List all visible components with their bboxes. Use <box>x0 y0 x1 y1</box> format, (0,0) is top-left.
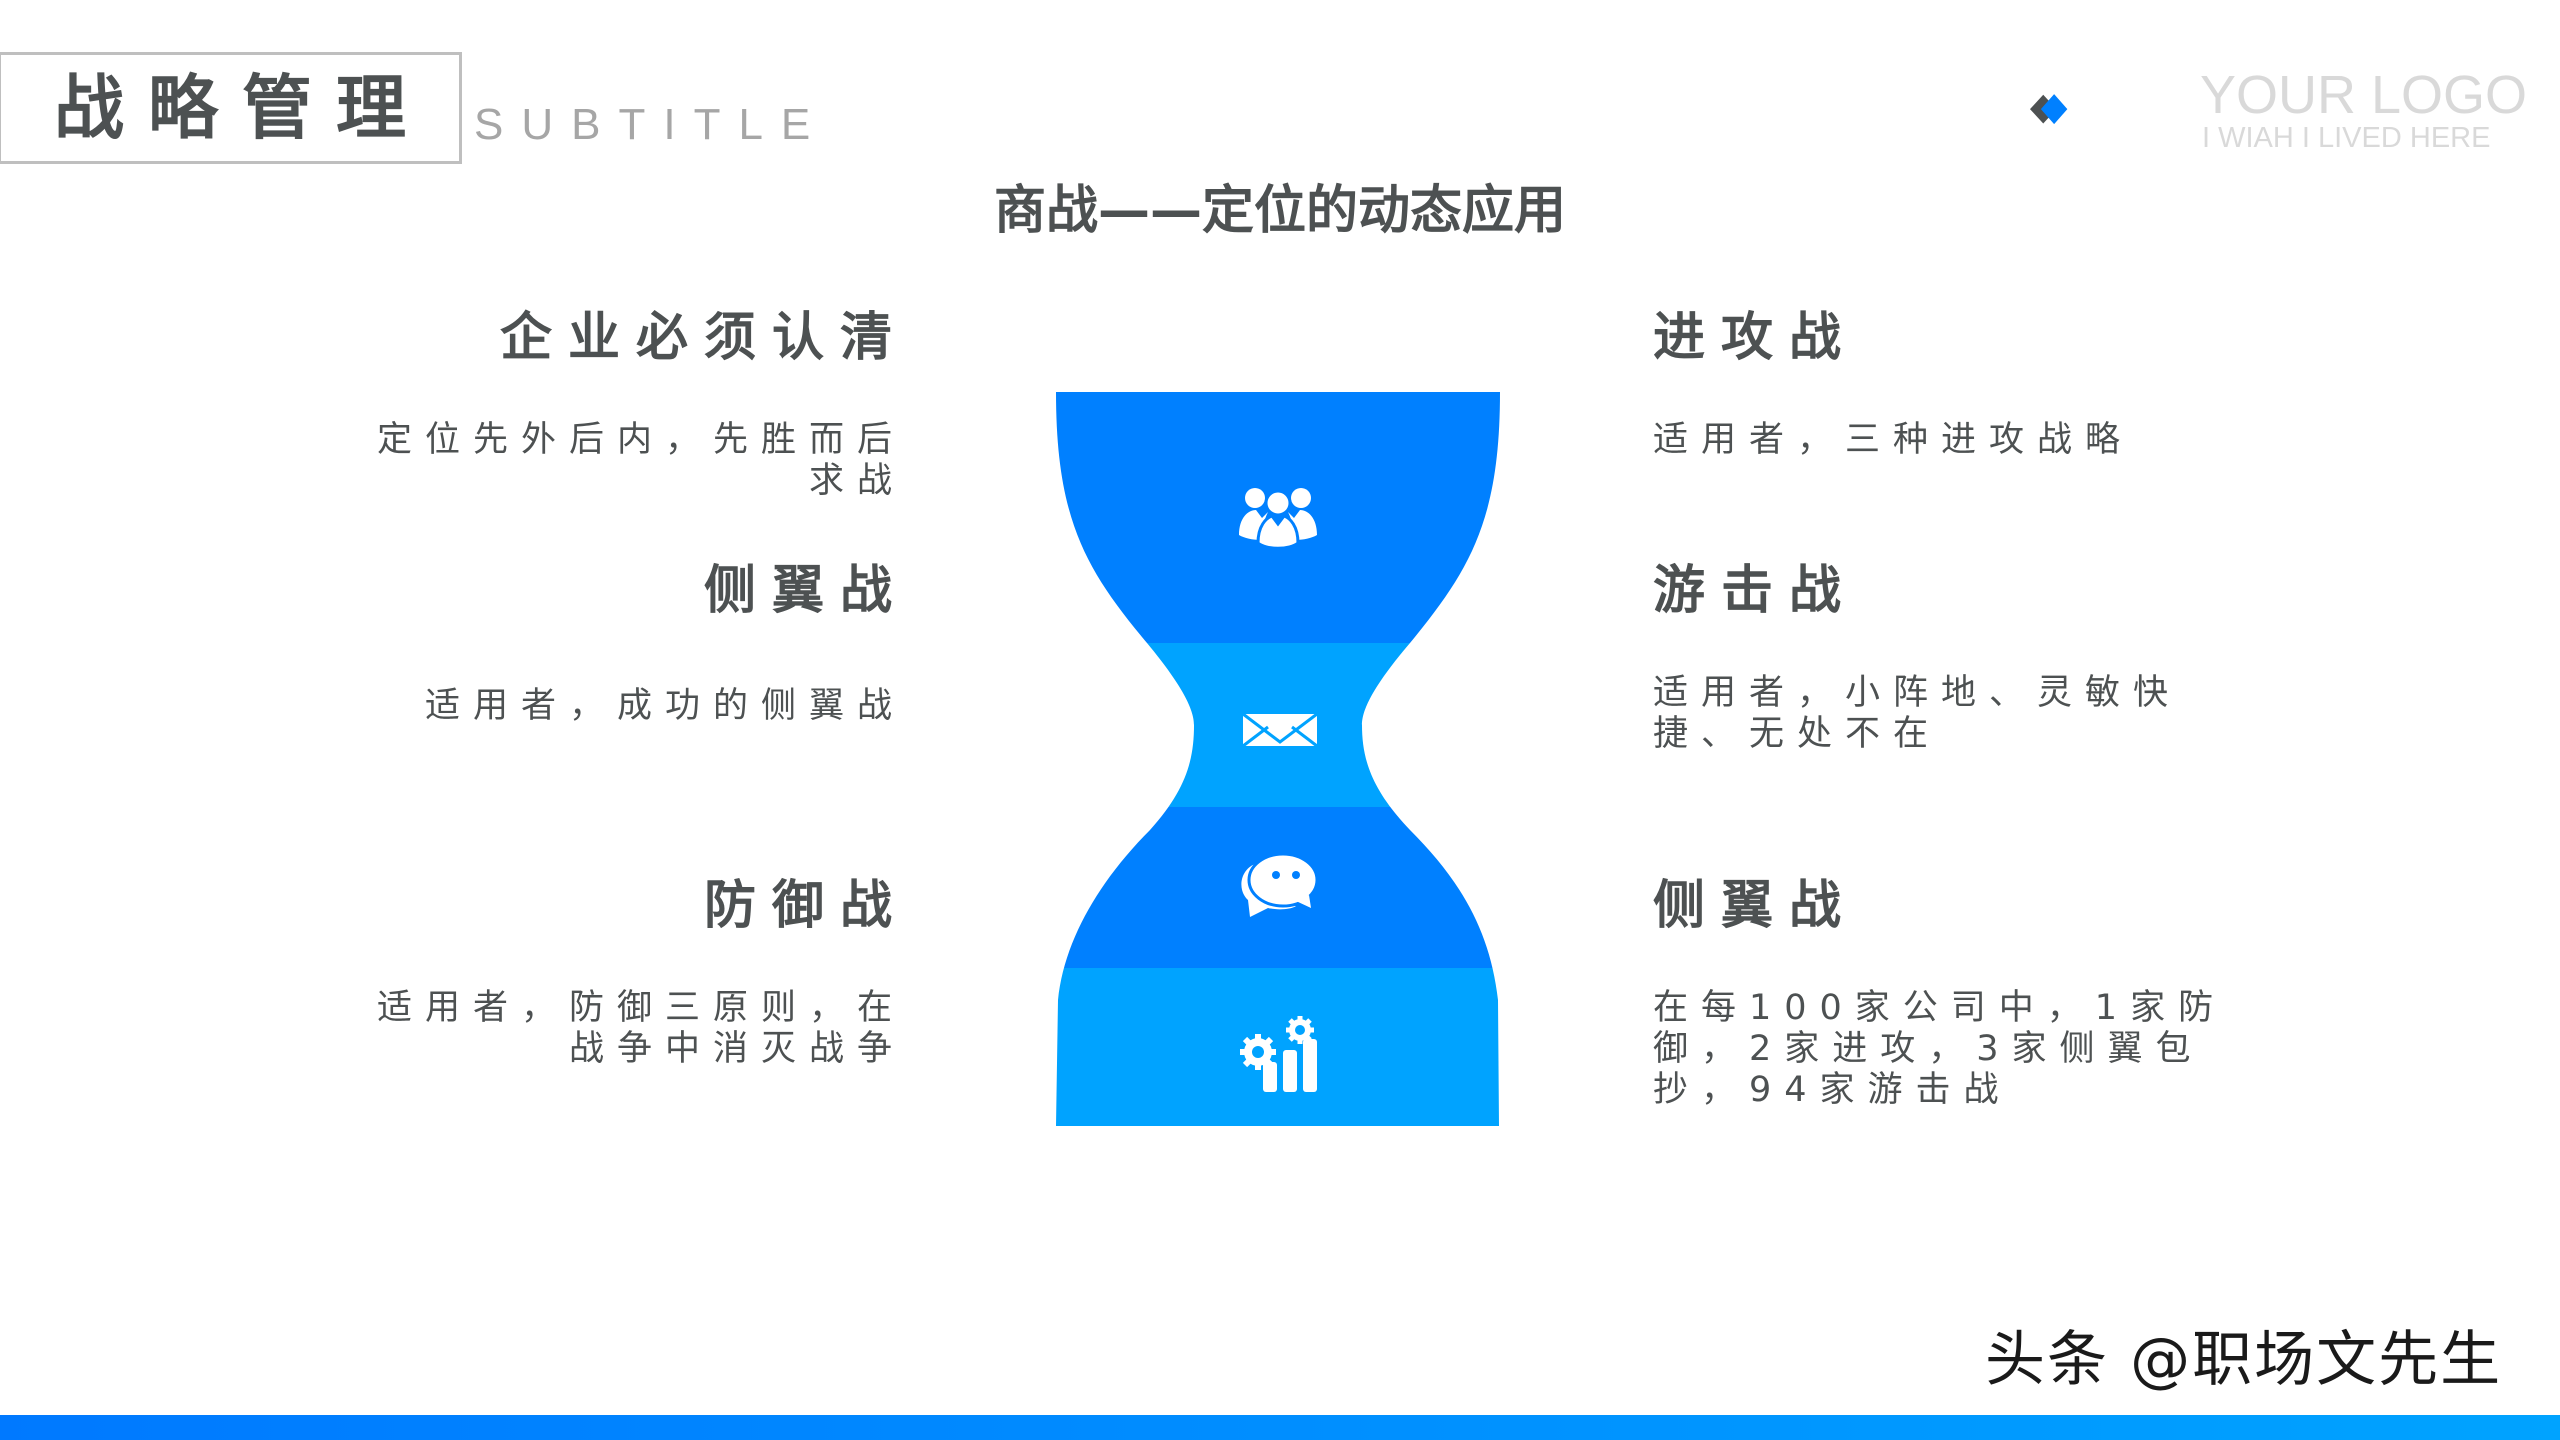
item-description: 适用者，防御三原则，在 战争中消灭战争 <box>377 988 905 1070</box>
logo-tagline: I WIAH I LIVED HERE <box>2202 122 2491 154</box>
slide-title: 商战——定位的动态应用 <box>993 181 1566 241</box>
left-item-2: 侧翼战 适用者，成功的侧翼战 <box>425 565 892 727</box>
description-line: 适用者，小阵地、灵敏快 <box>1653 673 2182 713</box>
right-item-2: 游击战 适用者，小阵地、灵敏快 捷、无处不在 <box>1653 565 2181 755</box>
description-line: 求战 <box>808 461 905 501</box>
users-icon <box>1239 488 1317 550</box>
left-item-1: 企业必须认清 定位先外后内，先胜而后 求战 <box>377 312 892 502</box>
description-line: 定位先外后内，先胜而后 <box>376 420 905 460</box>
envelope-icon <box>1242 712 1318 748</box>
item-description: 适用者，成功的侧翼战 <box>425 686 905 727</box>
right-item-3: 侧翼战 在每100家公司中，1家防 御，2家进攻，3家侧翼包 抄，94家游击战 <box>1653 880 2226 1111</box>
chat-bubbles-icon <box>1241 852 1319 917</box>
hourglass-segment-1 <box>1056 392 1500 643</box>
item-heading: 侧翼战 <box>1653 876 1858 936</box>
hourglass-graphic <box>1056 392 1500 1126</box>
hourglass-segment-4 <box>1056 968 1500 1126</box>
item-heading: 进攻战 <box>1653 308 1858 368</box>
description-line: 适用者，成功的侧翼战 <box>424 686 905 726</box>
description-line: 适用者，三种进攻战略 <box>1653 420 2134 460</box>
description-line: 战争中消灭战争 <box>568 1029 905 1069</box>
left-item-3: 防御战 适用者，防御三原则，在 战争中消灭战争 <box>377 880 892 1070</box>
description-line: 在每100家公司中，1家防 <box>1653 988 2227 1028</box>
logo-icon <box>2030 94 2068 125</box>
bottom-accent-bar <box>0 1415 2560 1440</box>
item-description: 适用者，小阵地、灵敏快 捷、无处不在 <box>1653 673 2181 755</box>
item-description: 在每100家公司中，1家防 御，2家进攻，3家侧翼包 抄，94家游击战 <box>1653 988 2226 1111</box>
item-description: 定位先外后内，先胜而后 求战 <box>377 420 905 502</box>
item-description: 适用者，三种进攻战略 <box>1653 420 2133 461</box>
title-box: 战略管理 <box>0 52 462 164</box>
page-title: 战略管理 <box>54 67 430 149</box>
item-heading: 防御战 <box>703 876 908 936</box>
item-heading: 企业必须认清 <box>499 308 908 368</box>
description-line: 捷、无处不在 <box>1653 714 1942 754</box>
description-line: 抄，94家游击战 <box>1653 1070 2012 1110</box>
watermark: 头条 @职场文先生 <box>1985 1325 2503 1395</box>
description-line: 御，2家进攻，3家侧翼包 <box>1653 1029 2204 1069</box>
description-line: 适用者，防御三原则，在 <box>376 988 905 1028</box>
right-item-1: 进攻战 适用者，三种进攻战略 <box>1653 312 2133 461</box>
gear-chart-icon <box>1240 1016 1317 1092</box>
page-subtitle: SUBTITLE <box>474 100 829 149</box>
item-heading: 侧翼战 <box>703 561 908 621</box>
item-heading: 游击战 <box>1653 561 1858 621</box>
logo-text: YOUR LOGO <box>2200 65 2528 125</box>
